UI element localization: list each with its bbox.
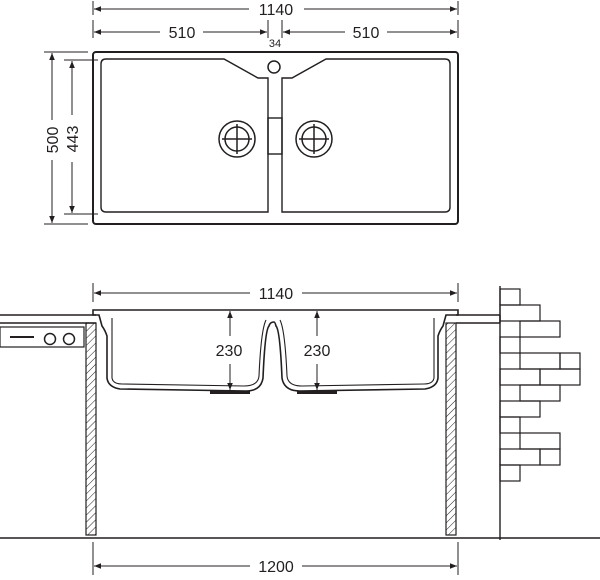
section-cabinet-width-label: 1200 — [258, 559, 294, 575]
section-bowl-height-dimensions: 230 230 — [216, 311, 331, 390]
top-overall-depth-label: 500 — [45, 127, 62, 154]
drain-strainer-icon — [218, 120, 256, 158]
top-divider-width-label: 34 — [269, 38, 281, 50]
countertop — [0, 314, 501, 324]
top-overall-width-label: 1140 — [259, 2, 294, 19]
section-view: 1140 — [0, 283, 600, 576]
section-overall-width-label: 1140 — [259, 286, 294, 303]
cabinet-right-wall — [445, 322, 457, 536]
cabinet-left-wall — [85, 322, 97, 536]
sink-cross-section — [92, 309, 459, 394]
top-bowl-right-width-label: 510 — [353, 25, 380, 42]
top-sink-outline — [92, 51, 459, 225]
brick-wall-icon — [499, 286, 581, 540]
top-overall-width-dimension: 1140 — [92, 1, 459, 19]
tap-hole-icon — [267, 60, 281, 74]
section-overall-width-dimension: 1140 — [92, 283, 459, 303]
section-cabinet-width-dimension: 1200 — [92, 542, 459, 576]
top-view: 1140 510 510 34 500 443 — [44, 1, 459, 225]
section-bowl-left-height-label: 230 — [216, 343, 243, 360]
cooktop-burner-icon — [0, 326, 85, 348]
section-bowl-right-height-label: 230 — [304, 343, 331, 360]
top-bowl-depth-label: 443 — [65, 126, 82, 153]
drain-strainer-icon — [295, 120, 333, 158]
drain-plug-left — [210, 391, 250, 394]
divider-overflow-slot — [267, 117, 283, 155]
top-bowl-left-width-label: 510 — [169, 25, 196, 42]
drain-plug-right — [297, 391, 337, 394]
top-depth-dimensions: 500 443 — [44, 51, 98, 225]
top-bowl-width-dimensions: 510 510 34 — [92, 20, 459, 50]
